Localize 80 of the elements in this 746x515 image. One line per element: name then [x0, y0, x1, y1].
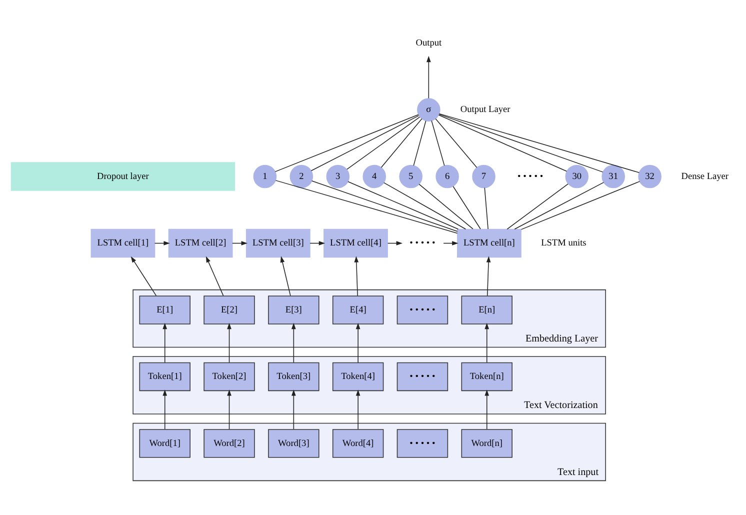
connector — [506, 182, 568, 230]
node-circle: 32 — [638, 164, 662, 188]
connector — [452, 186, 481, 229]
connector — [438, 112, 640, 172]
node-circle: 30 — [565, 164, 589, 188]
connector — [438, 113, 604, 172]
arrow — [130, 256, 157, 296]
node-circle: 4 — [362, 164, 386, 188]
node-box: E[n] — [461, 295, 512, 324]
node-box: Word[n] — [461, 428, 512, 458]
arrow — [484, 389, 490, 430]
node-box: Token[n] — [461, 362, 512, 391]
arrow — [206, 256, 224, 296]
arrow — [291, 389, 296, 430]
node-circle: 3 — [326, 164, 350, 188]
arrow — [356, 322, 360, 362]
connector — [431, 120, 445, 166]
arrow — [227, 322, 232, 362]
node-box: • • • • • — [396, 295, 448, 324]
arrow — [354, 256, 359, 296]
connector — [310, 114, 420, 171]
arrow — [484, 322, 490, 362]
arrow — [154, 240, 170, 245]
connector — [274, 114, 419, 172]
node-circle: 1 — [253, 164, 277, 188]
node-box: LSTM cell[2] — [168, 228, 233, 258]
connector — [380, 118, 422, 168]
connector — [438, 114, 568, 172]
node-box: LSTM cell[1] — [90, 228, 156, 258]
connector — [520, 180, 640, 230]
node-circle: σ — [417, 98, 440, 121]
node-box: E[1] — [139, 295, 190, 324]
node-box: LSTM cell[n] — [457, 228, 522, 258]
connector — [384, 182, 466, 230]
node-circle: 2 — [290, 164, 314, 188]
node-box: Word[3] — [268, 428, 320, 458]
connector — [348, 180, 459, 230]
connector — [346, 116, 420, 170]
node-box: Dropout layer — [10, 162, 236, 190]
node-box: Word[2] — [204, 428, 255, 458]
arrow — [162, 322, 168, 362]
label: LSTM units — [541, 238, 586, 248]
node-box: • • • • • — [396, 428, 448, 458]
connector — [418, 183, 474, 229]
node-box: Word[1] — [139, 428, 190, 458]
connector — [514, 182, 604, 230]
node-box: LSTM cell[4] — [324, 228, 388, 258]
connector — [311, 180, 458, 232]
label: • • • • • — [518, 171, 544, 182]
node-box: Token[1] — [139, 362, 190, 391]
node-box: Word[4] — [332, 428, 384, 458]
node-text: Output — [416, 38, 442, 48]
arrow — [280, 256, 291, 296]
arrow — [227, 389, 232, 430]
connector — [435, 118, 478, 168]
connector — [413, 120, 426, 166]
node-text: • • • • • — [410, 238, 436, 248]
node-box: • • • • • — [396, 362, 448, 391]
arrow — [426, 55, 431, 98]
arrow — [291, 322, 296, 362]
node-label: Output Layer — [460, 104, 510, 115]
arrow — [356, 389, 360, 430]
arrow — [310, 240, 326, 245]
node-box: E[3] — [268, 295, 320, 324]
connector — [484, 186, 488, 229]
node-circle: 5 — [399, 164, 422, 188]
node-box: Token[4] — [332, 362, 384, 391]
arrow — [162, 389, 168, 430]
node-circle: 31 — [602, 164, 625, 188]
arrow — [486, 256, 491, 296]
node-circle: 7 — [472, 164, 496, 188]
label: Dense Layer — [681, 171, 729, 182]
node-circle: 6 — [436, 164, 459, 188]
node-box: Token[3] — [268, 362, 320, 391]
node-box: Token[2] — [204, 362, 255, 391]
node-box: E[2] — [204, 295, 255, 324]
arrow — [232, 240, 248, 245]
node-box: E[4] — [332, 295, 384, 324]
node-box: LSTM cell[3] — [246, 228, 310, 258]
connector — [275, 180, 458, 234]
